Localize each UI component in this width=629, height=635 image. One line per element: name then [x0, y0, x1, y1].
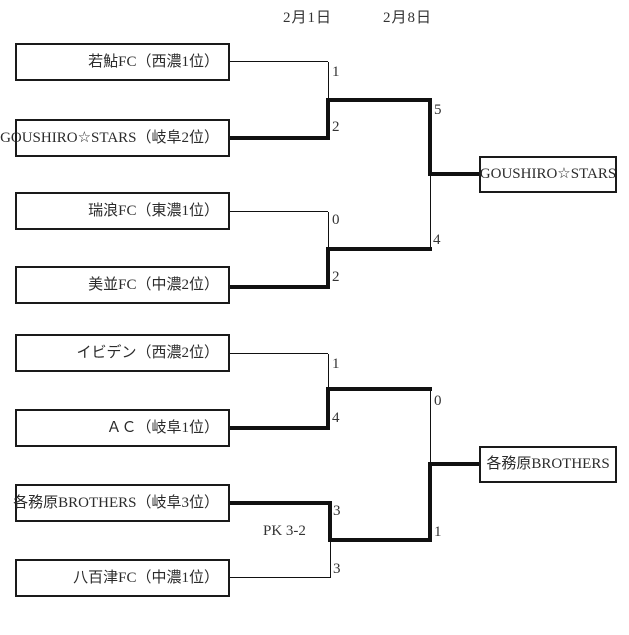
round2-date-label: 2月8日 — [383, 10, 433, 26]
semifinal2-winner-box: 各務原BROTHERS — [479, 446, 617, 483]
match3-winner-vertical-line — [326, 387, 330, 430]
score-wakaayu: 1 — [332, 64, 340, 80]
team-box-kakamigahara-brothers: 各務原BROTHERS（岐阜3位） — [13, 484, 230, 522]
semifinal1-top-score: 5 — [434, 102, 442, 118]
team-name-goushiro-stars: GOUSHIRO☆STARS（岐阜2位） — [0, 129, 219, 146]
team-box-ibiden: イビデン（西濃2位） — [15, 334, 230, 372]
score-kakamigahara: 3 — [333, 503, 341, 519]
semifinal2-loser-vertical-line — [430, 391, 431, 463]
team-name-wakaayu-fc: 若鮎FC（西濃1位） — [88, 53, 219, 70]
match3-top-vertical-line — [328, 354, 329, 388]
score-goushiro: 2 — [332, 119, 340, 135]
team-box-goushiro-stars: GOUSHIRO☆STARS（岐阜2位） — [0, 119, 230, 157]
team-name-minami-fc: 美並FC（中濃2位） — [88, 276, 219, 293]
semifinal1-loser-vertical-line — [430, 176, 431, 248]
match2-top-vertical-line — [328, 212, 329, 248]
score-mizunami: 0 — [332, 212, 340, 228]
team-name-mizunami-fc: 瑞浪FC（東濃1位） — [88, 202, 219, 219]
score-ac: 4 — [332, 410, 340, 426]
round1-date-label: 2月1日 — [283, 10, 333, 26]
score-ibiden: 1 — [332, 356, 340, 372]
semifinal1-top-line — [326, 98, 432, 102]
semifinal2-winner-vertical-line — [428, 462, 432, 542]
connector-mizunami-line — [230, 211, 328, 212]
team-box-minami-fc: 美並FC（中濃2位） — [15, 266, 230, 304]
score-yaotsu: 3 — [333, 561, 341, 577]
semifinal1-winner-line — [428, 172, 479, 176]
penalty-shootout-note: PK 3-2 — [263, 523, 306, 539]
semifinal1-bottom-score: 4 — [433, 232, 441, 248]
team-box-mizunami-fc: 瑞浪FC（東濃1位） — [15, 192, 230, 230]
semifinal1-winner-vertical-line — [428, 98, 432, 176]
connector-minami-line — [230, 285, 330, 289]
team-name-ibiden: イビデン（西濃2位） — [76, 344, 219, 361]
connector-yaotsu-line — [230, 577, 330, 578]
team-name-kakamigahara-brothers: 各務原BROTHERS（岐阜3位） — [13, 494, 219, 511]
team-box-yaotsu-fc: 八百津FC（中濃1位） — [15, 559, 230, 597]
semifinal2-bottom-line — [328, 538, 432, 542]
semifinal2-top-line — [326, 387, 432, 391]
connector-goushiro-line — [230, 136, 330, 140]
match4-winner-vertical-line — [328, 501, 332, 542]
connector-ac-line — [230, 426, 330, 430]
semifinal1-winner-box: GOUSHIRO☆STARS — [479, 156, 617, 193]
semifinal2-winner-name: 各務原BROTHERS — [486, 456, 610, 472]
team-box-wakaayu-fc: 若鮎FC（西濃1位） — [15, 43, 230, 81]
semifinal2-winner-line — [428, 462, 479, 466]
semifinal1-winner-name: GOUSHIRO☆STARS — [479, 166, 617, 182]
team-name-ac: ＡＣ（岐阜1位） — [106, 419, 219, 436]
match2-winner-vertical-line — [326, 247, 330, 289]
semifinal2-top-score: 0 — [434, 393, 442, 409]
semifinal1-bottom-line — [326, 247, 432, 251]
score-minami: 2 — [332, 269, 340, 285]
semifinal2-bottom-score: 1 — [434, 524, 442, 540]
connector-kakamigahara-line — [230, 501, 330, 505]
match1-top-vertical-line — [328, 62, 329, 99]
team-box-ac: ＡＣ（岐阜1位） — [15, 409, 230, 447]
team-name-yaotsu-fc: 八百津FC（中濃1位） — [73, 569, 219, 586]
connector-wakaayu-line — [230, 61, 328, 62]
connector-ibiden-line — [230, 353, 328, 354]
match1-winner-vertical-line — [326, 98, 330, 140]
match4-bottom-vertical-line — [330, 542, 331, 578]
